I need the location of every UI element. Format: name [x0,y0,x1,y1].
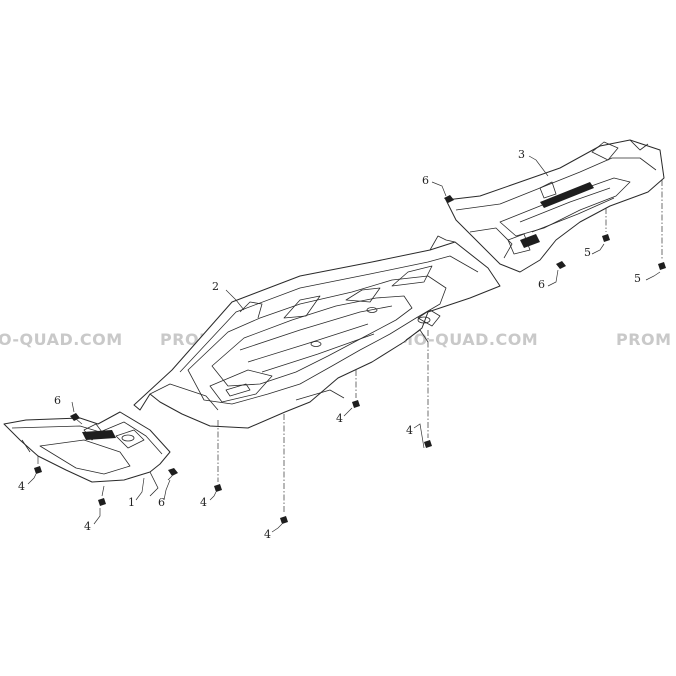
callout-labels: 2 3 1 6 6 6 6 5 5 4 4 4 4 4 4 [18,148,641,541]
watermark-left: O-QUAD.COM [0,330,123,349]
part-2-center-skid-plate [133,235,501,429]
callout-bolt-5-a: 5 [584,246,591,259]
watermark-edge: PROM [616,330,672,349]
callout-bolt-5-b: 5 [634,272,641,285]
callout-bolt-4-f: 4 [406,424,413,437]
callout-part-2: 2 [212,280,219,293]
callout-bolt-6-rear-lower: 6 [538,278,545,291]
callout-part-3: 3 [518,148,525,161]
part-3-rear-skid-plate [445,139,665,273]
assembly-centerlines [217,180,663,514]
leader-lines [27,155,661,533]
callout-bolt-6-rear: 6 [422,174,429,187]
callout-bolt-4-c: 4 [200,496,207,509]
callout-bolt-6-front-top: 6 [54,394,61,407]
callout-bolt-4-d: 4 [264,528,271,541]
callout-bolt-4-b: 4 [84,520,91,533]
fasteners [34,195,666,524]
callout-bolt-4-e: 4 [336,412,343,425]
callout-bolt-6-front: 6 [158,496,165,509]
callout-part-1: 1 [128,496,135,509]
part-1-front-skid-plate [3,411,171,497]
callout-bolt-4-a: 4 [18,480,25,493]
